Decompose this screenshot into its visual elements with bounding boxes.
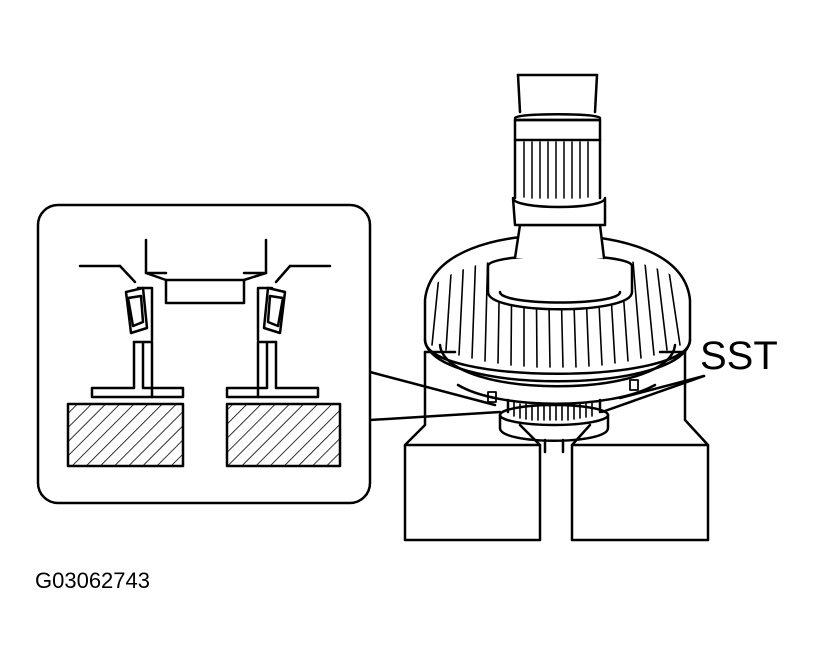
sst-label: SST	[700, 334, 778, 378]
differential-case-hub	[486, 223, 634, 311]
detail-inset	[36, 203, 372, 505]
sst-leader-lines	[600, 374, 706, 414]
sst-tool	[498, 398, 610, 454]
figure-id: G03062743	[35, 568, 150, 593]
drive-shaft	[511, 73, 607, 227]
callout-connector	[368, 370, 502, 422]
